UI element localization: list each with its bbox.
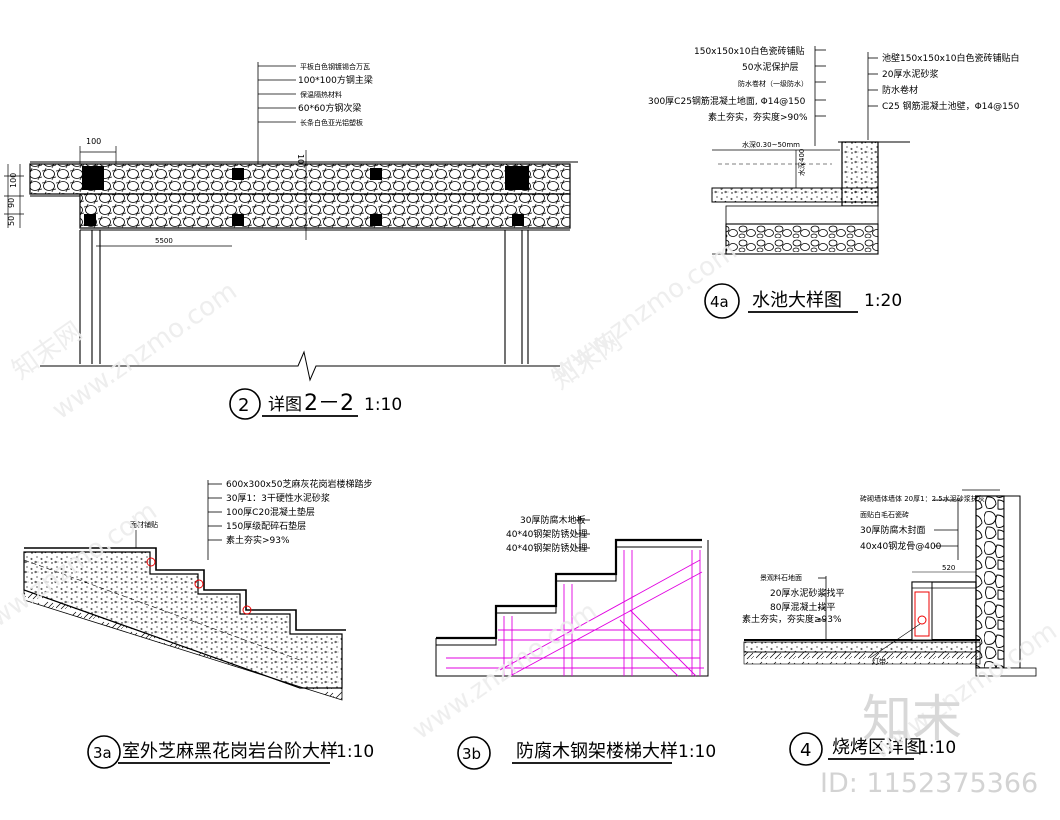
tag-circle-3a	[87, 735, 121, 769]
leader-4-bottom	[818, 576, 827, 640]
note-2-1: 平板白色钢镀锡合万瓦	[300, 62, 370, 71]
dim-10: 10	[296, 154, 305, 164]
tag-4: 4	[800, 740, 811, 761]
watermark-site-1: 知末网	[7, 316, 88, 385]
tag-circle-3b	[457, 736, 491, 770]
note-4-b3: 80厚混凝土找平	[770, 601, 835, 613]
wood-stair-3b	[435, 538, 709, 677]
bbq-section	[743, 495, 1037, 677]
leader-4-top	[934, 489, 1000, 560]
tag-circle-4	[789, 732, 823, 766]
tag-circle-4a	[704, 283, 740, 319]
scale-2: 1:10	[364, 395, 402, 415]
break-line	[40, 350, 560, 382]
note-3a-2: 30厚1：3干硬性水泥砂浆	[226, 492, 330, 504]
title-3b: 防腐木钢架楼梯大样	[516, 741, 678, 762]
note-2-2: 100*100方钢主梁	[298, 74, 373, 86]
scale-3b: 1:10	[678, 742, 716, 762]
scale-4: 1:10	[918, 738, 956, 758]
stair-section-3a	[23, 530, 346, 701]
notes-leader	[257, 62, 296, 164]
dim-5500: 5500	[155, 237, 173, 245]
tag-2: 2	[238, 395, 249, 416]
scale-3a: 1:10	[336, 742, 374, 762]
detail-4a: 150x150x10白色瓷砖铺贴 50水泥保护层 防水卷材（一级防水） 300厚…	[648, 45, 1020, 319]
note-3b-2: 40*40钢架防锈处理	[506, 528, 587, 540]
tag-circle-2	[229, 388, 261, 420]
small-label-3a: 面材铺贴	[130, 520, 158, 529]
leader-left	[814, 46, 826, 146]
dim-water: 水深0.30~50mm	[742, 140, 800, 149]
note-4a-r4: C25 钢筋混凝土池壁，Φ14@150	[882, 100, 1020, 112]
dimension-lines	[4, 146, 307, 247]
title-2: 详图	[268, 395, 302, 415]
note-3b-3: 40*40钢架防锈处理	[506, 542, 587, 554]
dim-side-1: 100	[9, 173, 18, 188]
dim-520: 520	[942, 564, 955, 572]
columns	[79, 230, 529, 364]
note-4a-l1: 150x150x10白色瓷砖铺贴	[694, 45, 804, 57]
note-3a-4: 150厚级配碎石垫层	[226, 520, 306, 532]
watermark-id: ID: 1152375366	[820, 768, 1038, 799]
watermark-url-1: www.znzmo.com	[47, 276, 243, 426]
detail-4: 砖砌墙体墙体 20厚1：2.5水泥砂浆抹灰 面贴白毛石瓷砖 30厚防腐木封面 4…	[742, 489, 1037, 766]
title-4: 烧烤区详图	[832, 737, 922, 758]
note-4a-l3: 防水卷材（一级防水）	[738, 79, 808, 88]
dim-depth: 水深400	[797, 149, 806, 176]
note-3a-3: 100厚C20混凝土垫层	[226, 506, 315, 518]
note-4a-l4: 300厚C25钢筋混凝土地面, Φ14@150	[648, 95, 806, 107]
tag-3b: 3b	[462, 745, 481, 763]
note-4a-r1: 池壁150x150x10白色瓷砖铺贴白	[882, 52, 1019, 64]
note-4a-l5: 素土夯实，夯实度>90%	[708, 111, 808, 123]
roof-section	[29, 161, 578, 231]
scale-4a: 1:20	[864, 291, 902, 311]
tag-4a: 4a	[710, 293, 729, 311]
note-4-t4: 40x40钢龙骨@400	[860, 540, 942, 552]
small-label-4: 灯带	[872, 657, 886, 666]
leader-right	[867, 52, 878, 140]
dim-side-2: 90	[7, 198, 16, 208]
note-3b-1: 30厚防腐木地板	[520, 514, 585, 526]
pool-section	[711, 141, 910, 255]
note-3a-5: 素土夯实>93%	[226, 534, 290, 546]
detail-3a: 600x300x50芝麻灰花岗岩楼梯踏步 30厚1：3干硬性水泥砂浆 100厚C…	[23, 478, 374, 769]
leader-3b	[576, 516, 590, 552]
detail-3b: 30厚防腐木地板 40*40钢架防锈处理 40*40钢架防锈处理 3b 防腐木钢…	[435, 514, 716, 770]
note-4a-l2: 50水泥保护层	[742, 61, 798, 73]
detail-2-2: 100 5500 100 90 50 10 平板白色钢镀锡合万瓦 100*100…	[4, 62, 578, 420]
note-4a-r3: 防水卷材	[882, 84, 918, 96]
note-2-5: 长条白色亚光铝塑板	[300, 118, 363, 127]
note-2-3: 保温隔热材料	[300, 90, 342, 99]
title-2-num: 2－2	[304, 391, 354, 416]
dim-100: 100	[86, 137, 101, 146]
note-4-b1: 景观料石地面	[760, 573, 802, 582]
note-2-4: 60*60方钢次梁	[298, 102, 361, 114]
note-4a-r2: 20厚水泥砂浆	[882, 68, 938, 80]
note-4-t2: 面贴白毛石瓷砖	[860, 510, 909, 519]
leader-3a	[207, 480, 222, 560]
watermark-brand: 知末	[862, 690, 962, 748]
title-3a: 室外芝麻黑花岗岩台阶大样	[122, 741, 338, 762]
note-4-t1: 砖砌墙体墙体 20厚1：2.5水泥砂浆抹灰	[860, 494, 985, 503]
title-4a: 水池大样图	[752, 290, 842, 311]
note-3a-1: 600x300x50芝麻灰花岗岩楼梯踏步	[226, 478, 372, 490]
note-4-b2: 20厚水泥砂浆找平	[770, 587, 844, 599]
note-4-b4: 素土夯实，夯实度≥93%	[742, 613, 842, 625]
dim-side-3: 50	[7, 216, 16, 226]
tag-3a: 3a	[93, 744, 112, 762]
note-4-t3: 30厚防腐木封面	[860, 524, 925, 536]
